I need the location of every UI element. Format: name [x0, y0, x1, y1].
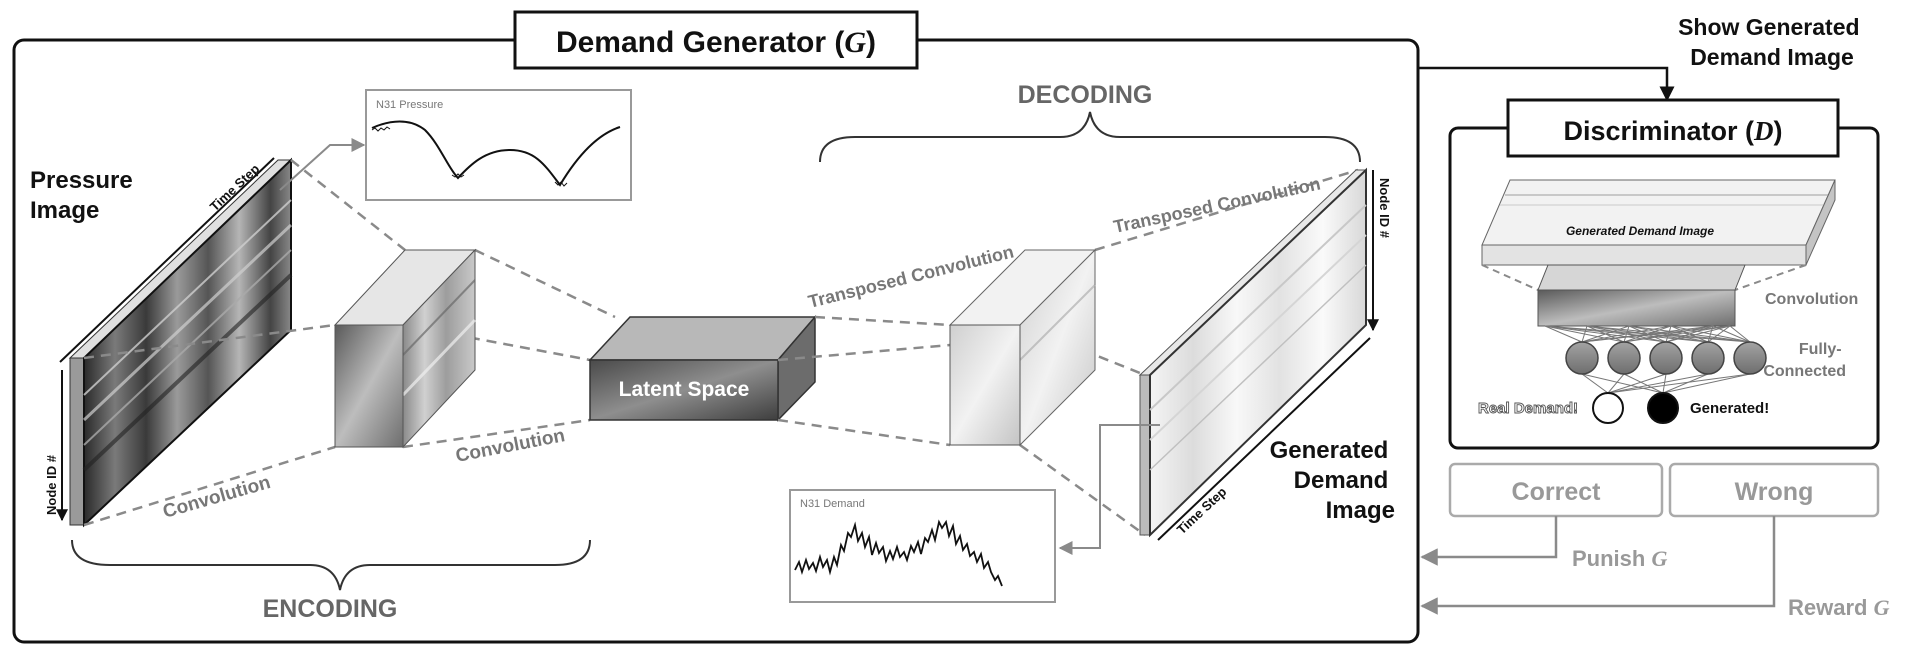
demand-plot-link: [1058, 424, 1160, 555]
discriminator-title-end: ): [1774, 116, 1783, 146]
discriminator-title: Discriminator (: [1563, 116, 1754, 146]
pressure-node-id-axis: Node ID #: [44, 370, 68, 522]
fully-connected-label: Fully- Connected: [1763, 341, 1846, 380]
fc-node: [1733, 341, 1767, 375]
encoding-brace: [71, 539, 591, 591]
fc-edge: [1607, 373, 1751, 394]
fc-edge: [1670, 325, 1751, 343]
generator-title: Demand Generator (: [556, 26, 844, 59]
fc-edge: [1586, 325, 1751, 343]
generator-title-box: Demand Generator (G): [513, 10, 919, 70]
fc-edge: [1662, 373, 1667, 394]
generated-demand-image-label: Generated Demand Image: [1270, 437, 1395, 524]
show-generated-arrow: [1418, 66, 1675, 102]
pressure-plot: N31 Pressure: [365, 89, 632, 201]
wrong-label: Wrong: [1735, 478, 1814, 506]
demand-curve: [794, 519, 1003, 587]
fc-node: [1565, 341, 1599, 375]
fc-edge: [1662, 373, 1751, 394]
fc-node: [1649, 341, 1683, 375]
fully-connected-edges: [1544, 325, 1751, 394]
reward-arrow: [1420, 516, 1776, 615]
discriminator-title-box: Discriminator (D): [1506, 98, 1840, 158]
pressure-image: [68, 157, 293, 528]
discriminator-title-symbol: D: [1753, 116, 1774, 146]
discriminator-projection-lines: [1481, 264, 1807, 291]
fc-edge: [1729, 325, 1751, 343]
demand-plot: N31 Demand: [789, 489, 1056, 603]
fc-edge: [1607, 373, 1625, 394]
svg-text:Discriminator (D): Discriminator (D): [1563, 116, 1782, 146]
generated-output-node: [1647, 392, 1679, 424]
encoder-convolution-1: Convolution: [161, 472, 273, 523]
real-demand-label: Real Demand!: [1478, 400, 1578, 417]
encoder-feature-cube: [333, 248, 477, 449]
fc-edge: [1581, 373, 1609, 394]
fully-connected-nodes: [1565, 341, 1767, 375]
fc-edge: [1544, 325, 1709, 343]
fc-edge: [1607, 373, 1667, 394]
demand-plot-title: N31 Demand: [800, 498, 865, 510]
reward-label: Reward G: [1788, 595, 1890, 620]
fc-edge: [1662, 373, 1709, 394]
discriminator-convolution-block: [1537, 264, 1746, 327]
fc-edge: [1544, 325, 1667, 343]
generator-title-symbol: G: [844, 26, 866, 59]
fc-edge: [1544, 325, 1625, 343]
discriminator-slab-label: Generated Demand Image: [1566, 224, 1714, 238]
fc-node: [1691, 341, 1725, 375]
generated-label: Generated!: [1690, 400, 1769, 417]
decoding-brace: [819, 111, 1361, 163]
encoder-projection-lines: [83, 159, 616, 527]
fc-edge: [1628, 325, 1751, 343]
latent-space-label: Latent Space: [619, 378, 750, 401]
transposed-convolution-2: Transposed Convolution: [1112, 173, 1323, 236]
decoder-feature-cube: [948, 248, 1097, 447]
punish-arrow: [1420, 516, 1558, 566]
pressure-plot-link: [279, 138, 366, 191]
fc-edge: [1712, 325, 1751, 343]
svg-text:Node ID #: Node ID #: [44, 454, 59, 515]
fc-edge: [1544, 325, 1751, 343]
fc-edge: [1607, 373, 1709, 394]
wrong-box: Wrong: [1668, 462, 1880, 518]
pressure-curve: [371, 120, 621, 187]
show-generated-label: Show Generated Demand Image: [1678, 14, 1866, 70]
fc-edge: [1544, 325, 1583, 343]
generator-title-end: ): [866, 26, 876, 59]
pressure-plot-title: N31 Pressure: [376, 99, 443, 111]
generated-demand-image: [1138, 167, 1368, 538]
punish-label: Punish G: [1572, 546, 1667, 571]
correct-label: Correct: [1512, 478, 1602, 506]
real-output-node: [1592, 392, 1624, 424]
svg-text:Node ID #: Node ID #: [1377, 178, 1392, 239]
encoding-label: ENCODING: [263, 595, 398, 623]
correct-box: Correct: [1448, 462, 1664, 518]
latent-space-block: Latent Space: [588, 314, 817, 422]
discriminator-convolution-label: Convolution: [1765, 291, 1858, 308]
discriminator-input-slab: Generated Demand Image: [1481, 179, 1836, 266]
pressure-image-label: Pressure Image: [30, 167, 139, 224]
fc-edge: [1581, 373, 1664, 394]
fc-edge: [1623, 373, 1664, 394]
svg-text:Demand Generator (G): Demand Generator (G): [556, 26, 876, 59]
generated-node-id-axis: Node ID #: [1367, 170, 1392, 332]
decoding-label: DECODING: [1018, 81, 1153, 109]
fc-node: [1607, 341, 1641, 375]
